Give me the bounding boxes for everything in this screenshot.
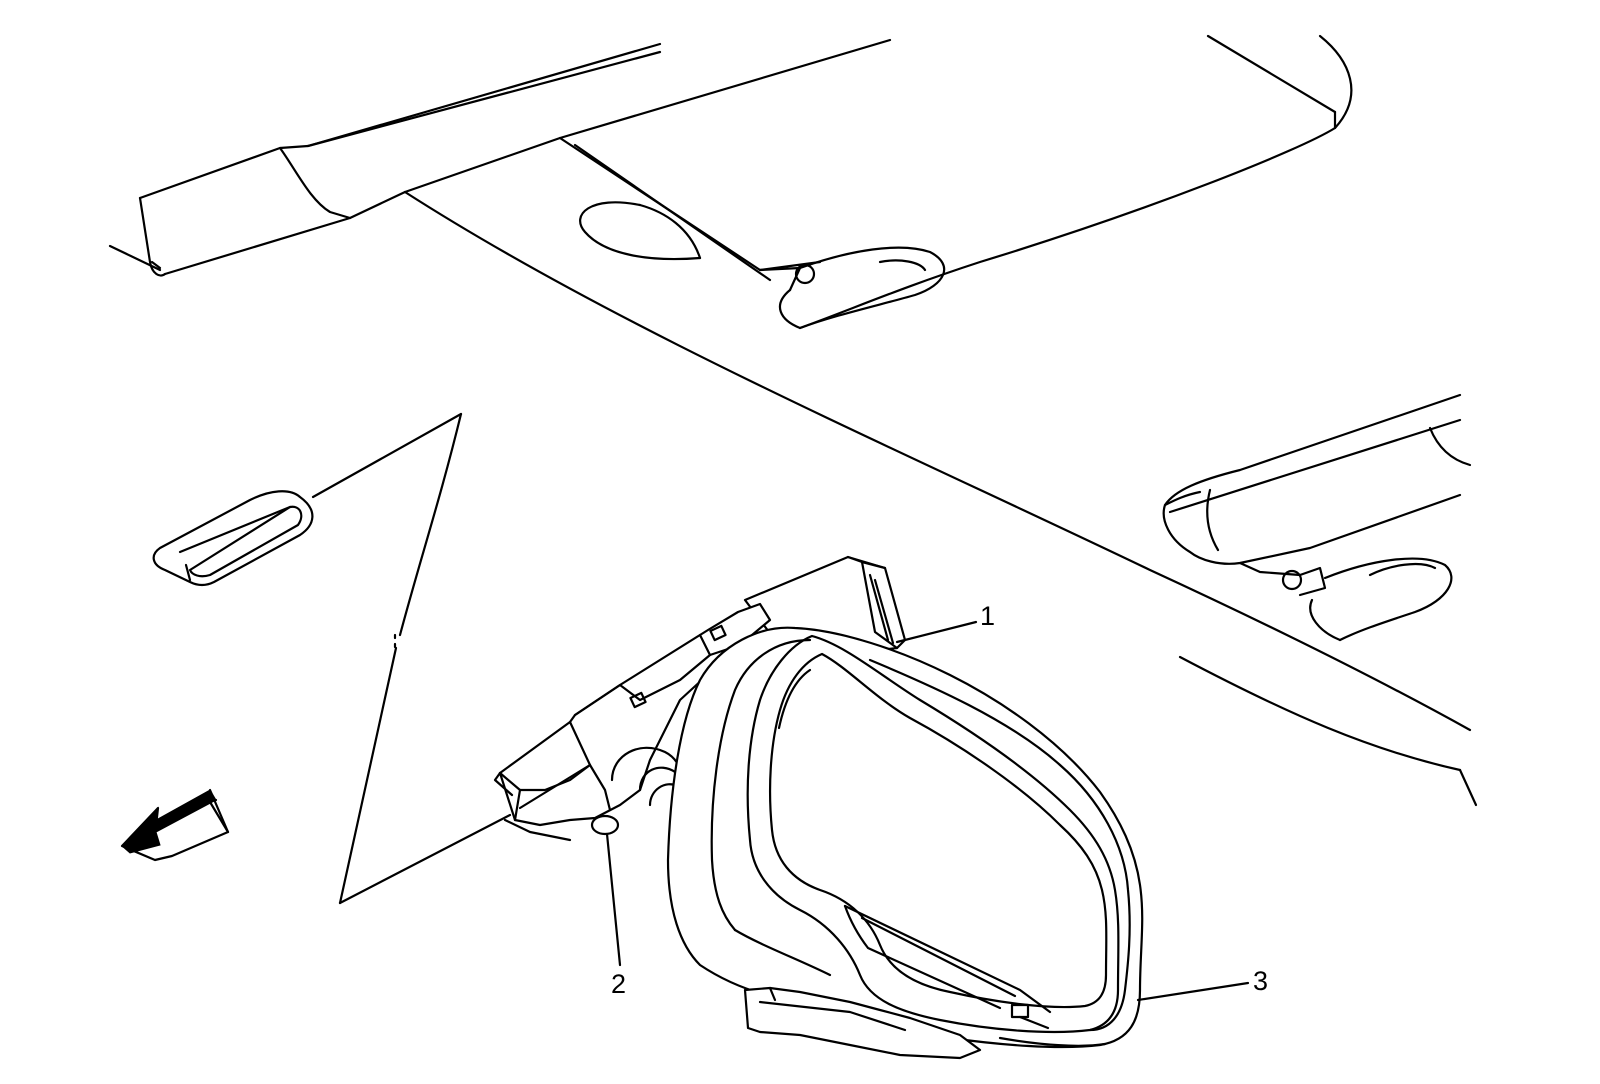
sun-visor-upper — [403, 34, 1353, 330]
callout-label-1: 1 — [980, 601, 995, 631]
front-arrow-icon — [120, 788, 230, 862]
mirror-housing — [666, 626, 1144, 1060]
callout-leader-3 — [1136, 981, 1250, 1002]
callout-label-2: 2 — [611, 969, 626, 999]
callout-labels: 1 2 3 — [611, 601, 1268, 999]
mirror-mount-arm — [493, 602, 772, 842]
windshield-header-trim — [138, 42, 662, 277]
rearview-mirror — [493, 555, 1144, 1060]
sun-visor-right — [1162, 393, 1472, 642]
callout-leader-1 — [895, 620, 978, 644]
windshield-mount-button — [152, 490, 314, 587]
detail-view-lines — [311, 412, 512, 905]
callout-label-3: 3 — [1253, 966, 1268, 996]
callout-leaders — [605, 620, 1250, 1002]
callout-leader-2 — [605, 832, 622, 967]
mirror-bezel — [746, 634, 1120, 1034]
